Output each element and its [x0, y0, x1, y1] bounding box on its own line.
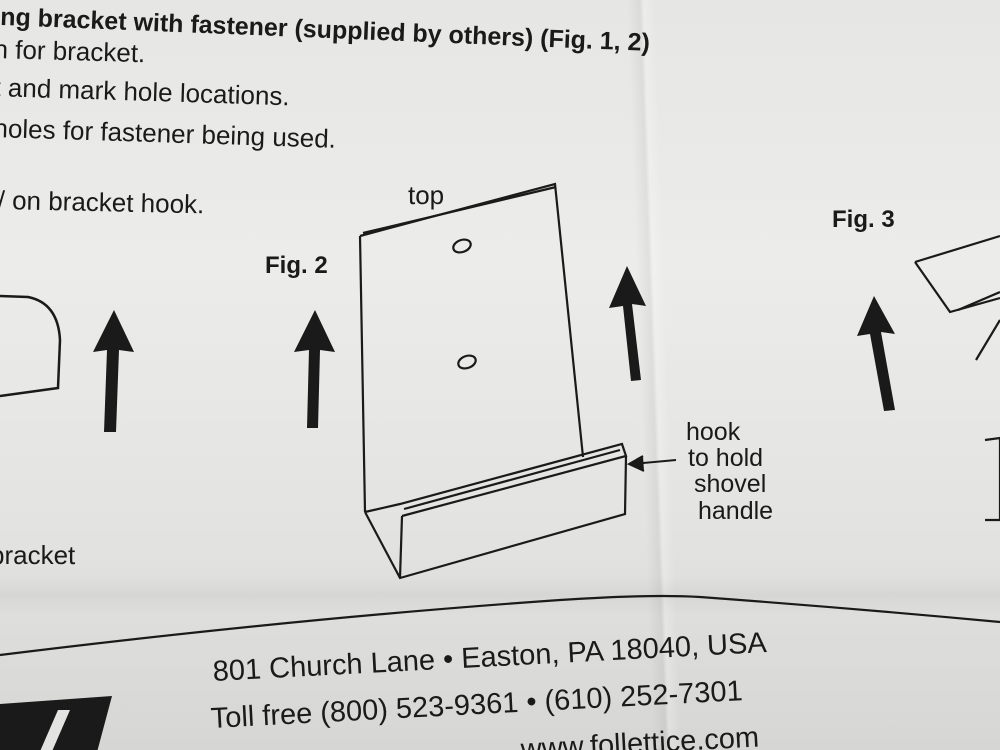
- figure-3-label: Fig. 3: [832, 206, 895, 233]
- figure-1-bracket-outline: [0, 294, 62, 398]
- bracket-label: bracket: [0, 540, 76, 570]
- top-label: top: [408, 180, 445, 210]
- figure-3-drawing: [914, 234, 1000, 522]
- hook-callout-line-2: to hold: [688, 444, 764, 472]
- hook-callout-line-3: shovel: [694, 470, 767, 498]
- company-logo-icon: [0, 696, 112, 750]
- callout-arrow-icon: [626, 455, 677, 472]
- up-arrow-icon: [294, 310, 335, 428]
- footer-divider: [0, 594, 1000, 657]
- up-arrow-icon: [857, 296, 895, 411]
- up-arrow-icon: [609, 266, 646, 381]
- hook-callout-line-1: hook: [686, 418, 741, 446]
- up-arrow-icon: [93, 310, 134, 432]
- hook-callout-line-4: handle: [698, 497, 774, 525]
- figure-2-bracket-drawing: [358, 182, 628, 580]
- figure-2-label: Fig. 2: [265, 252, 328, 279]
